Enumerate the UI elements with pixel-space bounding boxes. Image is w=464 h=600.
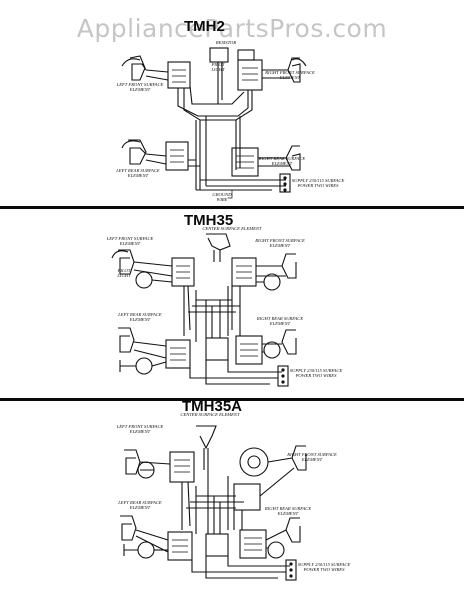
label-supply: SUPPLY 230/115 SURFACE POWER TWO WIRES — [297, 562, 351, 572]
label-right-front-element: RIGHT FRONT SURFACE ELEMENT — [265, 70, 315, 80]
label-pilot-light: PILOT LIGHT — [117, 268, 131, 278]
label-left-front-element: LEFT FRONT SURFACE ELEMENT — [106, 236, 154, 246]
schematic-tmh2 — [121, 47, 307, 199]
section-divider-2 — [0, 398, 464, 401]
label-left-front-element: LEFT FRONT SURFACE ELEMENT — [116, 82, 164, 92]
label-supply: SUPPLY 230/115 SURFACE POWER TWO WIRES — [289, 368, 343, 378]
label-center-element: CENTER SURFACE ELEMENT — [180, 412, 240, 417]
label-left-rear-element: LEFT REAR SURFACE ELEMENT — [118, 500, 162, 510]
section-divider-1 — [0, 206, 464, 209]
model-title-tmh2: TMH2 — [184, 18, 225, 35]
label-right-front-element: RIGHT FRONT SURFACE ELEMENT — [255, 238, 305, 248]
label-resistor: RESISTOR — [215, 40, 237, 45]
label-left-front-element: LEFT FRONT SURFACE ELEMENT — [116, 424, 164, 434]
schematic-tmh35a — [120, 425, 307, 581]
model-title-tmh35a: TMH35A — [182, 398, 243, 415]
label-right-rear-element: RIGHT REAR SURFACE ELEMENT — [264, 506, 312, 516]
watermark: AppliancePartsPros.com — [76, 14, 388, 43]
label-left-rear-element: LEFT REAR SURFACE ELEMENT — [116, 168, 160, 178]
label-ground-wire: GROUND WIRE — [212, 192, 232, 202]
label-right-rear-element: RIGHT REAR SURFACE ELEMENT — [258, 156, 306, 166]
label-left-rear-element: LEFT REAR SURFACE ELEMENT — [118, 312, 162, 322]
label-right-rear-element: RIGHT REAR SURFACE ELEMENT — [256, 316, 304, 326]
model-title-tmh35: TMH35 — [184, 212, 234, 229]
label-center-element: CENTER SURFACE ELEMENT — [202, 226, 262, 231]
schematic-tmh35 — [111, 233, 297, 387]
label-right-front-element: RIGHT FRONT SURFACE ELEMENT — [287, 452, 337, 462]
label-pilot-light: PILOT LIGHT — [211, 62, 225, 72]
label-supply: SUPPLY 230/115 SURFACE POWER TWO WIRES — [291, 178, 345, 188]
